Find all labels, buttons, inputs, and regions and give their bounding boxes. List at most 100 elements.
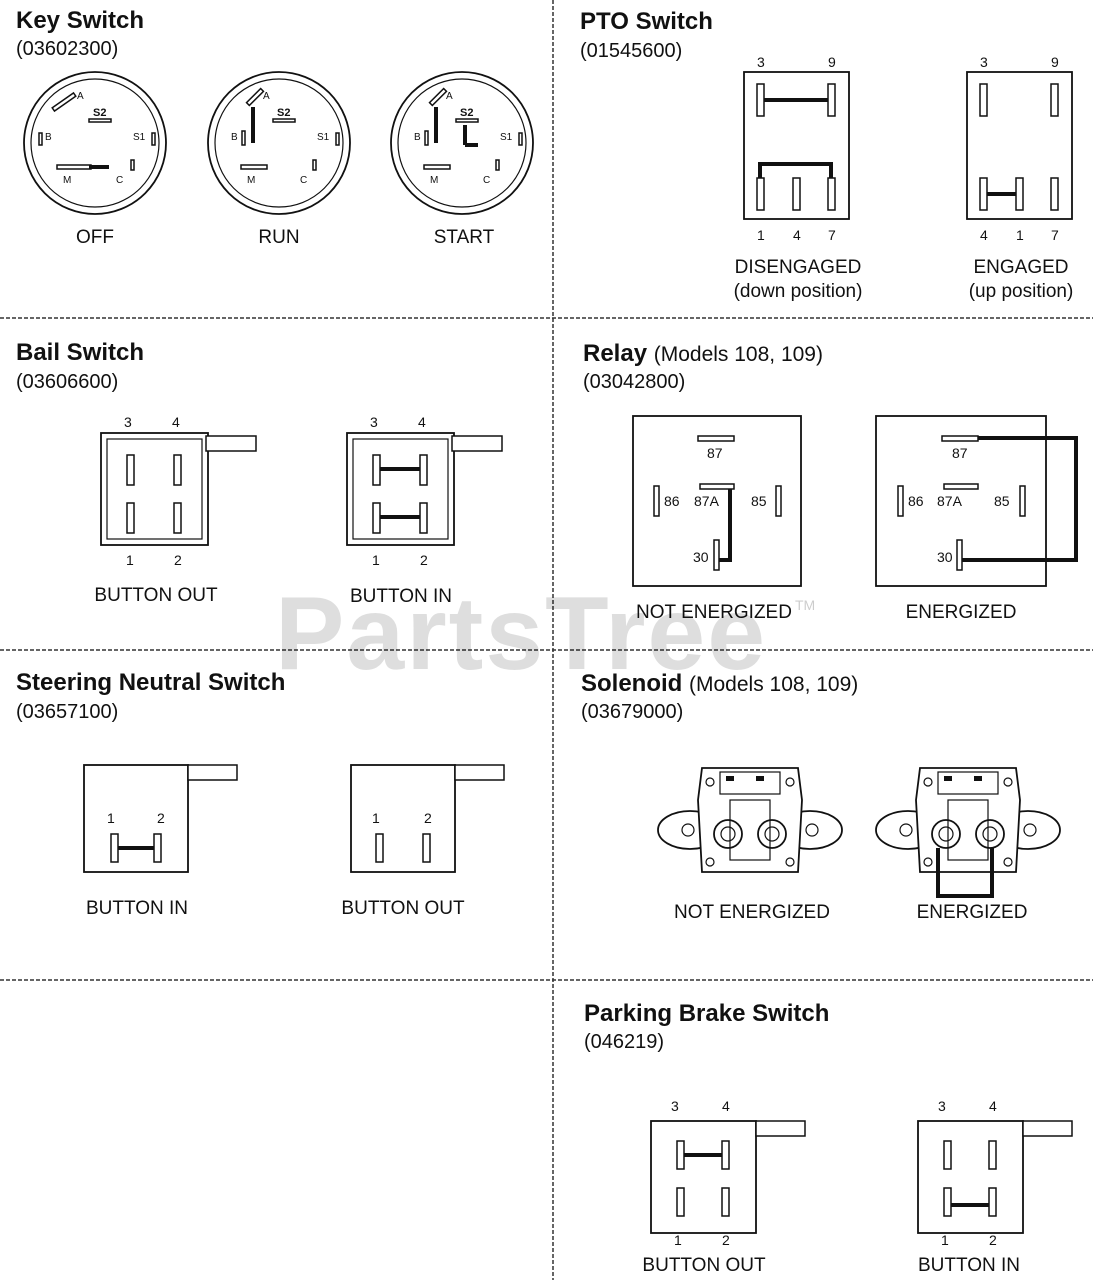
solenoid-title-text: Solenoid [581, 670, 683, 697]
svg-text:9: 9 [828, 54, 836, 70]
svg-text:S2: S2 [93, 107, 106, 119]
svg-text:C: C [300, 175, 307, 186]
svg-text:86: 86 [908, 493, 924, 509]
key-switch-start-diagram: A S2 B S1 M C [390, 71, 534, 215]
solenoid-models-note: (Models 108, 109) [689, 673, 859, 696]
svg-text:1: 1 [126, 552, 134, 568]
pto-engaged-label: ENGAGED [973, 257, 1069, 278]
bail-button-out-diagram: 3 4 1 2 [100, 414, 257, 568]
svg-text:S2: S2 [277, 107, 290, 119]
relay-models-note: (Models 108, 109) [653, 343, 823, 366]
svg-text:4: 4 [989, 1098, 997, 1114]
svg-text:1: 1 [372, 552, 380, 568]
relay-part-number: (03042800) [583, 371, 686, 393]
svg-text:3: 3 [370, 414, 378, 430]
svg-text:1: 1 [674, 1232, 682, 1248]
svg-text:1: 1 [941, 1232, 949, 1248]
svg-text:A: A [263, 91, 270, 102]
svg-text:S2: S2 [460, 107, 473, 119]
parking-button-in-diagram: 3 4 1 2 [917, 1098, 1073, 1248]
pto-engaged-diagram: 3 9 4 1 7 [966, 54, 1073, 243]
svg-text:87: 87 [952, 445, 968, 461]
solenoid-energized-label: ENERGIZED [916, 902, 1028, 923]
pto-switch-part-number: (01545600) [580, 40, 683, 62]
steering-neutral-part-number: (03657100) [16, 701, 119, 723]
relay-energized-diagram: 87 86 87A 85 30 [875, 415, 1078, 587]
solenoid-title: Solenoid (Models 108, 109) [581, 670, 858, 698]
svg-text:9: 9 [1051, 54, 1059, 70]
svg-text:3: 3 [980, 54, 988, 70]
solenoid-part-number: (03679000) [581, 701, 684, 723]
key-switch-part-number: (03602300) [16, 38, 119, 60]
pto-disengaged-label: DISENGAGED [734, 257, 862, 278]
svg-text:2: 2 [420, 552, 428, 568]
svg-text:30: 30 [937, 549, 953, 565]
key-switch-title: Key Switch [16, 7, 145, 34]
svg-text:87A: 87A [694, 493, 720, 509]
svg-text:2: 2 [722, 1232, 730, 1248]
svg-text:B: B [414, 132, 421, 143]
key-off-label: OFF [76, 227, 114, 248]
svg-text:7: 7 [1051, 227, 1059, 243]
svg-text:87A: 87A [937, 493, 963, 509]
svg-text:4: 4 [722, 1098, 730, 1114]
key-run-label: RUN [258, 227, 300, 248]
svg-text:2: 2 [157, 810, 165, 826]
pto-switch-title: PTO Switch [580, 8, 713, 35]
svg-text:A: A [446, 91, 453, 102]
bail-switch-title: Bail Switch [16, 339, 145, 366]
svg-text:86: 86 [664, 493, 680, 509]
svg-text:C: C [483, 175, 490, 186]
svg-text:3: 3 [124, 414, 132, 430]
svg-text:1: 1 [1016, 227, 1024, 243]
bail-button-in-label: BUTTON IN [349, 586, 453, 607]
svg-text:4: 4 [418, 414, 426, 430]
relay-not-energized-label: NOT ENERGIZED [636, 602, 792, 623]
key-switch-run-diagram: A S2 B S1 M C [207, 71, 351, 215]
steering-button-out-label: BUTTON OUT [341, 898, 465, 919]
svg-text:B: B [45, 132, 52, 143]
svg-text:M: M [430, 175, 438, 186]
svg-text:A: A [77, 91, 84, 102]
bail-button-out-label: BUTTON OUT [94, 585, 218, 606]
key-start-label: START [433, 227, 495, 248]
steering-button-in-diagram: 1 2 [83, 764, 238, 873]
parking-button-out-diagram: 3 4 1 2 [650, 1098, 806, 1248]
svg-text:7: 7 [828, 227, 836, 243]
pto-engaged-position: (up position) [968, 281, 1074, 302]
svg-text:S1: S1 [133, 132, 146, 143]
svg-text:30: 30 [693, 549, 709, 565]
svg-text:S1: S1 [317, 132, 330, 143]
svg-text:S1: S1 [500, 132, 513, 143]
parking-brake-part-number: (046219) [584, 1031, 665, 1053]
svg-text:B: B [231, 132, 238, 143]
relay-energized-label: ENERGIZED [905, 602, 1017, 623]
solenoid-not-energized-label: NOT ENERGIZED [674, 902, 830, 923]
svg-text:4: 4 [793, 227, 801, 243]
svg-text:3: 3 [757, 54, 765, 70]
trademark-mark: TM [795, 597, 816, 613]
svg-text:4: 4 [172, 414, 180, 430]
pto-disengaged-position: (down position) [733, 281, 863, 302]
relay-not-energized-diagram: 87 86 87A 85 30 [632, 415, 802, 587]
svg-text:1: 1 [757, 227, 765, 243]
steering-button-in-label: BUTTON IN [85, 898, 189, 919]
svg-text:C: C [116, 175, 123, 186]
svg-text:85: 85 [994, 493, 1010, 509]
svg-text:87: 87 [707, 445, 723, 461]
svg-text:3: 3 [938, 1098, 946, 1114]
key-switch-off-diagram: A S2 B S1 M C [23, 71, 167, 215]
solenoid-energized-diagram [875, 767, 1061, 898]
solenoid-not-energized-diagram [657, 767, 843, 873]
svg-text:1: 1 [107, 810, 115, 826]
bail-button-in-diagram: 3 4 1 2 [346, 414, 503, 568]
relay-title-text: Relay [583, 340, 648, 367]
parking-button-in-label: BUTTON IN [917, 1255, 1021, 1276]
svg-text:1: 1 [372, 810, 380, 826]
svg-text:2: 2 [424, 810, 432, 826]
svg-text:2: 2 [989, 1232, 997, 1248]
parking-button-out-label: BUTTON OUT [642, 1255, 766, 1276]
parts-tree-watermark: PartsTree [275, 576, 768, 692]
